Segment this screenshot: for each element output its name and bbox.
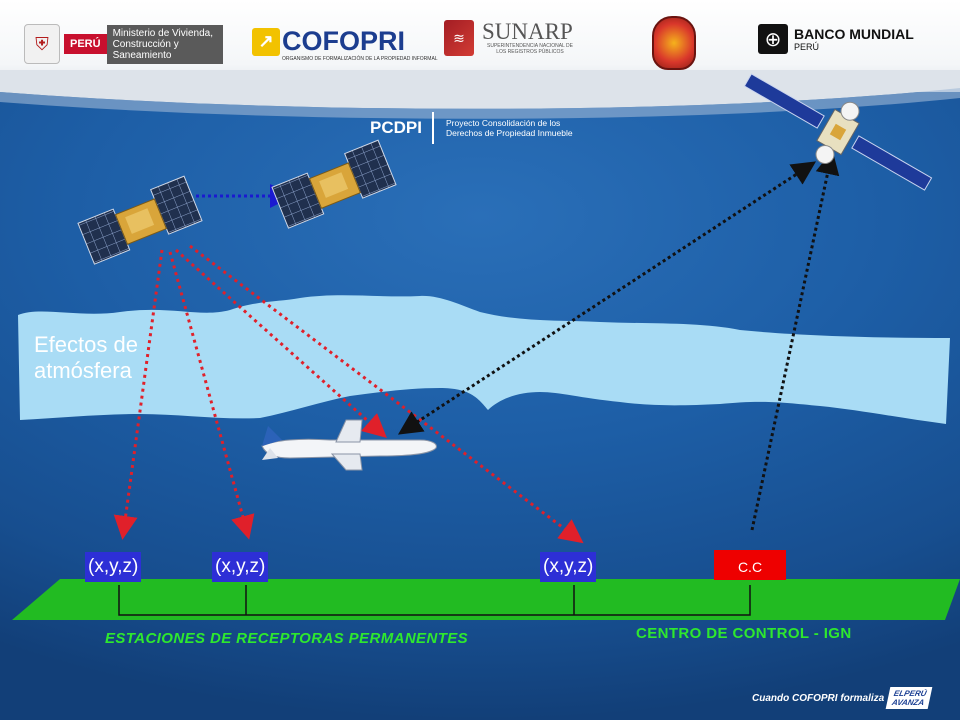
pcdpi-description: Proyecto Consolidación de los Derechos d… — [445, 118, 573, 138]
pcdpi-title: PCDPI — [370, 118, 422, 137]
world-bank-name: BANCO MUNDIAL — [794, 26, 914, 42]
cofopri-arrow-icon: ↗ — [252, 27, 280, 56]
cofopri-name: COFOPRI — [282, 26, 406, 56]
peru-ministry-logo: ⛨ PERÚ Ministerio de Vivienda, Construcc… — [24, 24, 223, 64]
world-bank-logo: ⊕ BANCO MUNDIAL PERÚ — [758, 24, 914, 54]
communication-satellite-icon — [743, 73, 933, 191]
badge-line-1: ELPERÚ — [893, 689, 928, 698]
globe-icon: ⊕ — [758, 24, 788, 54]
station-links — [118, 585, 751, 616]
control-center-box: C.C — [714, 550, 786, 580]
atmosphere-label: Efectos de atmósfera — [34, 332, 138, 383]
slogan-text: Cuando COFOPRI formaliza — [752, 692, 885, 704]
receiver-station-2: (x,y,z) — [212, 552, 269, 582]
control-center-caption: CENTRO DE CONTROL - IGN — [636, 625, 852, 642]
world-bank-country: PERÚ — [794, 42, 820, 52]
coat-of-arms-icon: ⛨ — [24, 24, 60, 64]
receiver-station-3: (x,y,z) — [540, 552, 597, 582]
sunarp-logo: ≋ SUNARP SUPERINTENDENCIA NACIONAL DE LO… — [444, 20, 578, 56]
satellite-signals — [113, 244, 584, 544]
receiver-station-1: (x,y,z) — [85, 552, 142, 582]
cofopri-logo: ↗ COFOPRI ORGANISMO DE FORMALIZACIÓN DE … — [252, 26, 438, 62]
gps-satellite-right-icon — [271, 139, 397, 229]
gps-satellite-left-icon — [77, 175, 203, 265]
stations-caption: ESTACIONES DE RECEPTORAS PERMANENTES — [105, 630, 469, 647]
el-peru-avanza-badge: ELPERÚ AVANZA — [885, 687, 934, 709]
peru-badge: PERÚ — [64, 34, 107, 54]
sunarp-name: SUNARP — [482, 19, 573, 44]
ign-shield-icon — [652, 16, 696, 70]
ign-logo — [652, 16, 696, 70]
sunarp-emblem-icon: ≋ — [444, 20, 474, 56]
cofopri-subtitle: ORGANISMO DE FORMALIZACIÓN DE LA PROPIED… — [282, 56, 438, 62]
ministry-name: Ministerio de Vivienda, Construcción y S… — [106, 24, 223, 64]
pcdpi-divider — [431, 112, 434, 144]
badge-line-2: AVANZA — [891, 698, 926, 707]
pcdpi-logo: PCDPI Proyecto Consolidación de los Dere… — [370, 112, 596, 144]
footer-slogan: Cuando COFOPRI formaliza ELPERÚ AVANZA — [752, 687, 934, 709]
header-wave — [0, 70, 960, 119]
sunarp-subtitle: SUPERINTENDENCIA NACIONAL DE LOS REGISTR… — [487, 43, 573, 55]
control-signals — [397, 150, 840, 531]
airplane-icon — [261, 419, 437, 471]
ground-strip — [12, 579, 960, 620]
